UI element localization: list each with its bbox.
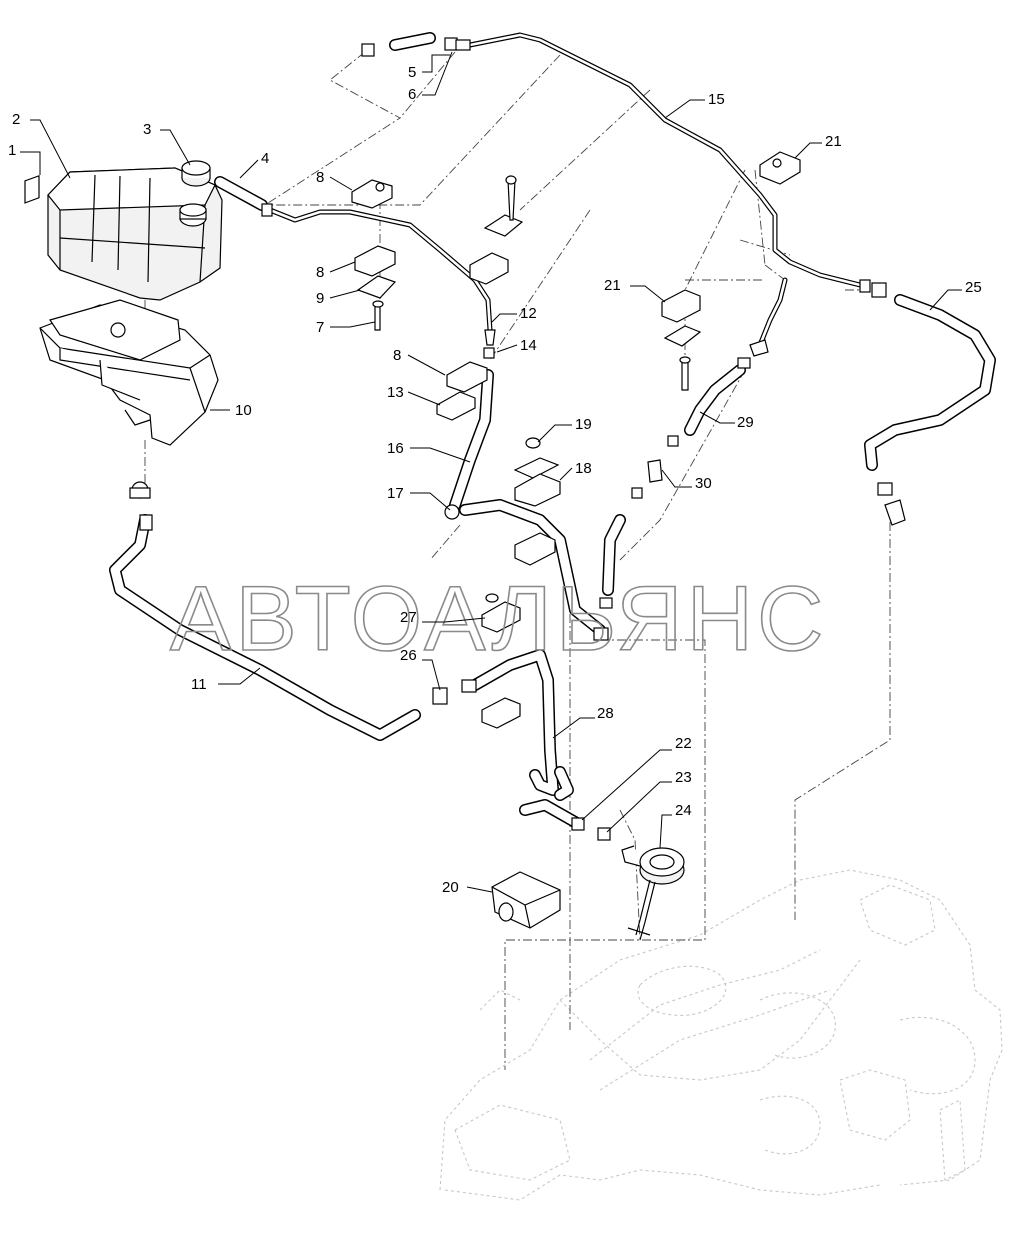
engine-ghost-outline [439, 869, 1003, 1201]
callout-6: 6 [408, 86, 416, 103]
callout-8b: 8 [316, 264, 324, 281]
filler-cap [181, 160, 211, 187]
callout-20: 20 [442, 879, 459, 896]
callout-18: 18 [575, 460, 592, 477]
switch-block [491, 871, 561, 929]
callout-21b: 21 [604, 277, 621, 294]
callout-26: 26 [400, 647, 417, 664]
callout-4: 4 [261, 150, 269, 167]
callout-7: 7 [316, 319, 324, 336]
callout-13: 13 [387, 384, 404, 401]
callout-27: 27 [400, 609, 417, 626]
level-sensor [621, 845, 685, 941]
callout-9: 9 [316, 290, 324, 307]
tank-bracket [39, 299, 219, 446]
watermark-text: АВТОАЛЬЯНС [170, 568, 828, 670]
callout-15: 15 [708, 91, 725, 108]
callout-21a: 21 [825, 133, 842, 150]
pipes [267, 32, 863, 348]
callout-5: 5 [408, 64, 416, 81]
callout-8c: 8 [393, 347, 401, 364]
expansion-tank [47, 167, 223, 301]
hoses [109, 32, 996, 828]
callout-1: 1 [8, 142, 16, 159]
callout-2: 2 [12, 111, 20, 128]
callout-30: 30 [695, 475, 712, 492]
connection-lines [144, 51, 891, 1070]
callout-17: 17 [387, 485, 404, 502]
callout-10: 10 [235, 402, 252, 419]
callout-28: 28 [597, 705, 614, 722]
callout-24: 24 [675, 802, 692, 819]
callout-22: 22 [675, 735, 692, 752]
decal [24, 174, 40, 204]
clamps-fittings [129, 37, 906, 841]
callout-25: 25 [965, 279, 982, 296]
callouts: 1 2 3 4 5 6 7 8 8 8 9 10 11 12 13 14 15 [8, 51, 982, 896]
brackets [351, 151, 801, 729]
callout-23: 23 [675, 769, 692, 786]
callout-29: 29 [737, 414, 754, 431]
callout-16: 16 [387, 440, 404, 457]
callout-8a: 8 [316, 169, 324, 186]
callout-12: 12 [520, 305, 537, 322]
callout-14: 14 [520, 337, 537, 354]
callout-11: 11 [191, 676, 207, 693]
callout-3: 3 [143, 121, 151, 138]
callout-19: 19 [575, 416, 592, 433]
